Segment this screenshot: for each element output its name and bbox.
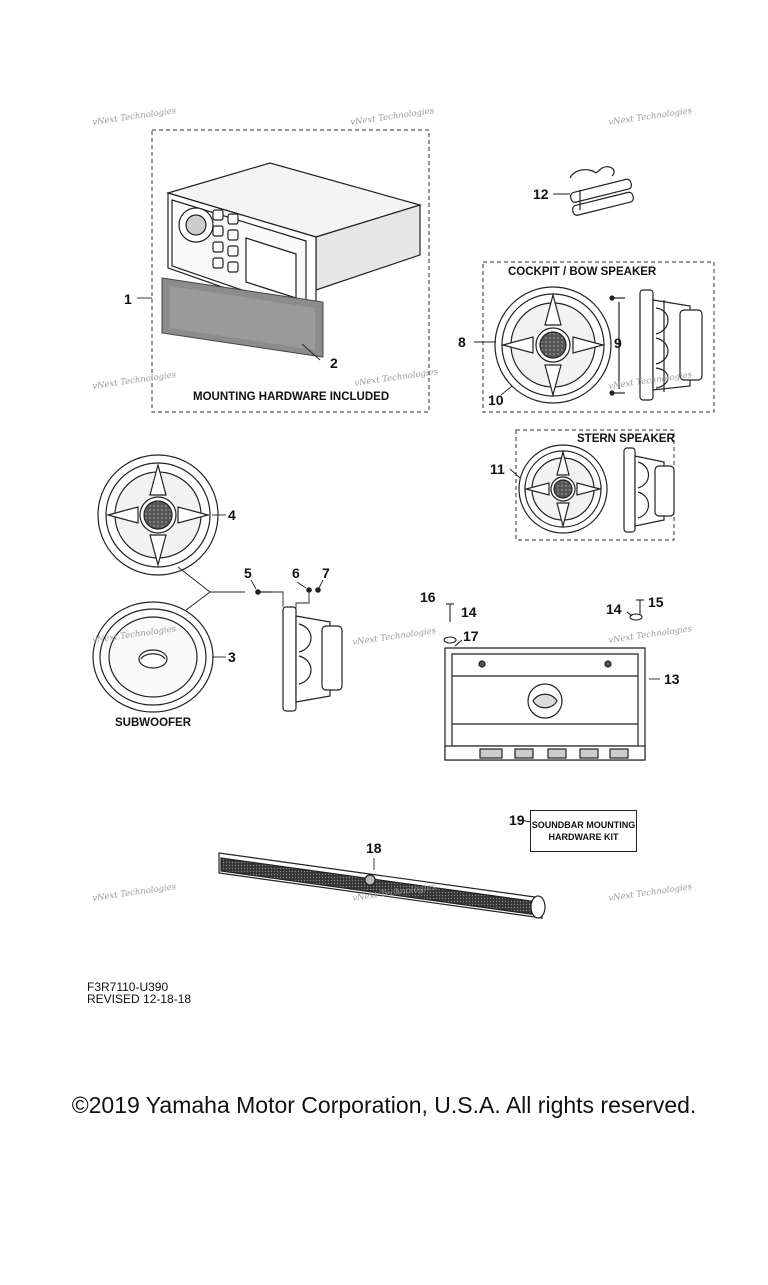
callout-1: 1 bbox=[124, 291, 132, 307]
head-unit-group-box bbox=[151, 129, 430, 413]
callout-19: 19 bbox=[509, 812, 525, 828]
power-supply-module bbox=[569, 166, 635, 216]
callout-17: 17 bbox=[463, 628, 479, 644]
callout-13: 13 bbox=[664, 671, 680, 687]
callout-18: 18 bbox=[366, 840, 382, 856]
stereo-head-unit bbox=[165, 162, 423, 321]
speaker-4-front bbox=[97, 454, 219, 576]
cockpit-speaker-group-box bbox=[482, 261, 715, 413]
stern-speaker-caption: STERN SPEAKER bbox=[577, 433, 675, 445]
kit-label-line2: HARDWARE KIT bbox=[548, 832, 619, 842]
callout-14-left: 14 bbox=[461, 604, 477, 620]
stern-speaker-front bbox=[518, 444, 608, 534]
callout-14-right: 14 bbox=[606, 601, 622, 617]
subwoofer-front bbox=[92, 601, 214, 713]
callout-10: 10 bbox=[488, 392, 504, 408]
callout-8: 8 bbox=[458, 334, 466, 350]
callout-4: 4 bbox=[228, 507, 236, 523]
wire-connectors bbox=[255, 587, 321, 595]
mounting-hardware-caption: MOUNTING HARDWARE INCLUDED bbox=[193, 391, 390, 403]
callout-15: 15 bbox=[648, 594, 664, 610]
part-code: F3R7110-U390 bbox=[87, 980, 169, 994]
revised-date: REVISED 12-18-18 bbox=[87, 992, 192, 1006]
cockpit-bow-speaker-front bbox=[494, 286, 612, 404]
callout-11: 11 bbox=[490, 461, 505, 477]
cockpit-speaker-caption: COCKPIT / BOW SPEAKER bbox=[508, 266, 657, 278]
amplifier-mounting-hardware bbox=[443, 599, 644, 647]
cockpit-bow-speaker-side bbox=[639, 289, 703, 401]
callout-leader-lines bbox=[137, 193, 660, 870]
callout-12: 12 bbox=[533, 186, 549, 202]
callout-9: 9 bbox=[614, 335, 622, 351]
subwoofer-caption: SUBWOOFER bbox=[115, 717, 192, 729]
cockpit-speaker-mounting-screws bbox=[609, 295, 625, 396]
callout-6: 6 bbox=[292, 565, 300, 581]
callout-3: 3 bbox=[228, 649, 236, 665]
callout-5: 5 bbox=[244, 565, 252, 581]
copyright-notice: ©2019 Yamaha Motor Corporation, U.S.A. A… bbox=[71, 1092, 697, 1118]
speaker-side-view bbox=[282, 606, 343, 712]
marine-amplifier bbox=[444, 647, 646, 761]
callout-7: 7 bbox=[322, 565, 330, 581]
stern-speaker-side bbox=[623, 447, 675, 533]
soundbar bbox=[218, 852, 546, 919]
callout-16: 16 bbox=[420, 589, 436, 605]
kit-label-line1: SOUNDBAR MOUNTING bbox=[531, 820, 636, 830]
callout-2: 2 bbox=[330, 355, 338, 371]
soundbar-hardware-kit-box: SOUNDBAR MOUNTING HARDWARE KIT bbox=[530, 810, 637, 852]
